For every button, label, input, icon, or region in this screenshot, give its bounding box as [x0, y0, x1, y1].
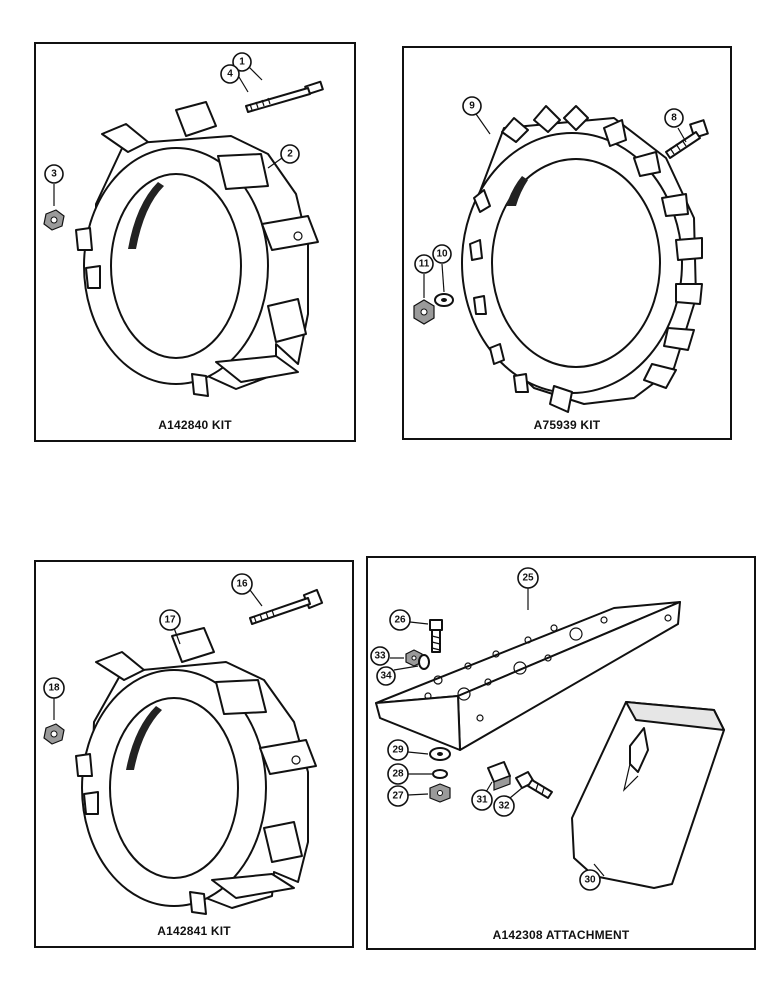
callout-11: 11 — [414, 254, 434, 298]
wheel-weight-drawing: 1 4 2 3 — [43, 52, 324, 397]
kit-caption: A142840 KIT — [158, 418, 232, 432]
flat-washer — [434, 293, 454, 307]
panel-a142308-attachment: 25 26 33 34 29 28 — [366, 556, 756, 950]
kit-caption: A75939 KIT — [533, 418, 601, 432]
callout-8: 8 — [664, 108, 687, 143]
lug — [175, 101, 217, 137]
callout-9: 9 — [462, 96, 491, 135]
square-nut — [487, 761, 511, 791]
callout-16: 16 — [231, 573, 263, 607]
carriage-bolt — [665, 119, 709, 159]
svg-text:18: 18 — [48, 683, 60, 694]
callout-34: 34 — [376, 665, 419, 686]
kit-caption: A142841 KIT — [157, 924, 231, 938]
lug — [263, 821, 303, 863]
lug — [217, 153, 269, 190]
lug — [75, 227, 93, 251]
hex-nut — [413, 299, 435, 325]
svg-text:11: 11 — [419, 259, 430, 270]
svg-text:1: 1 — [239, 57, 245, 68]
suitcase-weight — [571, 701, 725, 889]
svg-text:30: 30 — [584, 875, 596, 886]
svg-text:27: 27 — [392, 791, 404, 802]
callout-4: 4 — [220, 64, 249, 93]
callout-17: 17 — [159, 609, 181, 645]
panel-a142840-kit: 1 4 2 3 A142840 KIT — [34, 42, 356, 442]
lug — [75, 753, 93, 777]
callout-32: 32 — [493, 787, 523, 817]
carriage-bolt — [249, 588, 324, 625]
lug — [211, 873, 295, 899]
mounting-bracket — [375, 601, 681, 751]
lug — [189, 891, 207, 915]
svg-text:34: 34 — [380, 671, 392, 682]
wheel-weight-drawing: 9 8 10 11 — [413, 96, 709, 413]
svg-text:10: 10 — [436, 249, 448, 260]
attachment-drawing: 25 26 33 34 29 28 — [370, 567, 725, 891]
callout-2: 2 — [267, 144, 300, 169]
callout-26: 26 — [389, 609, 429, 631]
svg-text:32: 32 — [498, 801, 510, 812]
hex-nut — [43, 723, 65, 745]
panel-a142841-kit: 16 17 18 A142841 KIT — [34, 560, 354, 948]
kit-caption: A142308 ATTACHMENT — [492, 928, 630, 942]
lug — [267, 298, 307, 343]
callout-18: 18 — [43, 677, 65, 720]
svg-text:31: 31 — [476, 795, 488, 806]
svg-text:25: 25 — [522, 573, 534, 584]
callout-27: 27 — [387, 785, 429, 807]
lug — [215, 679, 267, 715]
svg-text:3: 3 — [51, 169, 57, 180]
lock-washer — [432, 769, 448, 779]
callout-3: 3 — [44, 164, 64, 206]
callout-29: 29 — [387, 739, 429, 761]
panel-a75939-kit: 9 8 10 11 A75939 KIT — [402, 46, 732, 440]
lug — [191, 373, 209, 397]
svg-text:26: 26 — [394, 615, 406, 626]
lug — [215, 355, 299, 383]
hex-nut — [429, 783, 451, 803]
callout-1: 1 — [232, 52, 263, 81]
svg-text:28: 28 — [392, 769, 404, 780]
weight-ring-hole — [109, 697, 239, 879]
svg-text:8: 8 — [671, 113, 677, 124]
lug — [85, 265, 101, 289]
lug — [95, 651, 145, 681]
hex-nut — [43, 209, 65, 231]
svg-text:17: 17 — [164, 615, 176, 626]
lug — [171, 627, 215, 663]
lug — [261, 215, 319, 251]
callout-25: 25 — [517, 567, 539, 610]
svg-text:9: 9 — [469, 101, 475, 112]
callout-28: 28 — [387, 763, 432, 785]
svg-text:16: 16 — [236, 579, 248, 590]
callout-31: 31 — [471, 781, 493, 811]
lug — [83, 791, 99, 815]
svg-text:4: 4 — [227, 69, 233, 80]
flat-washer — [429, 747, 451, 761]
wheel-weight-drawing: 16 17 18 — [43, 573, 324, 915]
lock-washer — [418, 654, 430, 670]
lug — [101, 123, 149, 153]
svg-text:33: 33 — [374, 651, 386, 662]
hex-bolt — [429, 619, 443, 653]
callout-33: 33 — [370, 646, 404, 666]
weight-ring-hole — [491, 158, 661, 368]
lug — [259, 739, 317, 775]
callout-30: 30 — [579, 863, 605, 891]
svg-text:29: 29 — [392, 745, 404, 756]
callout-10: 10 — [432, 244, 452, 293]
carriage-bolt — [245, 80, 324, 113]
svg-text:2: 2 — [287, 149, 293, 160]
rim-teeth — [469, 105, 703, 413]
hex-bolt — [515, 771, 553, 799]
weight-ring-hole — [110, 173, 242, 359]
